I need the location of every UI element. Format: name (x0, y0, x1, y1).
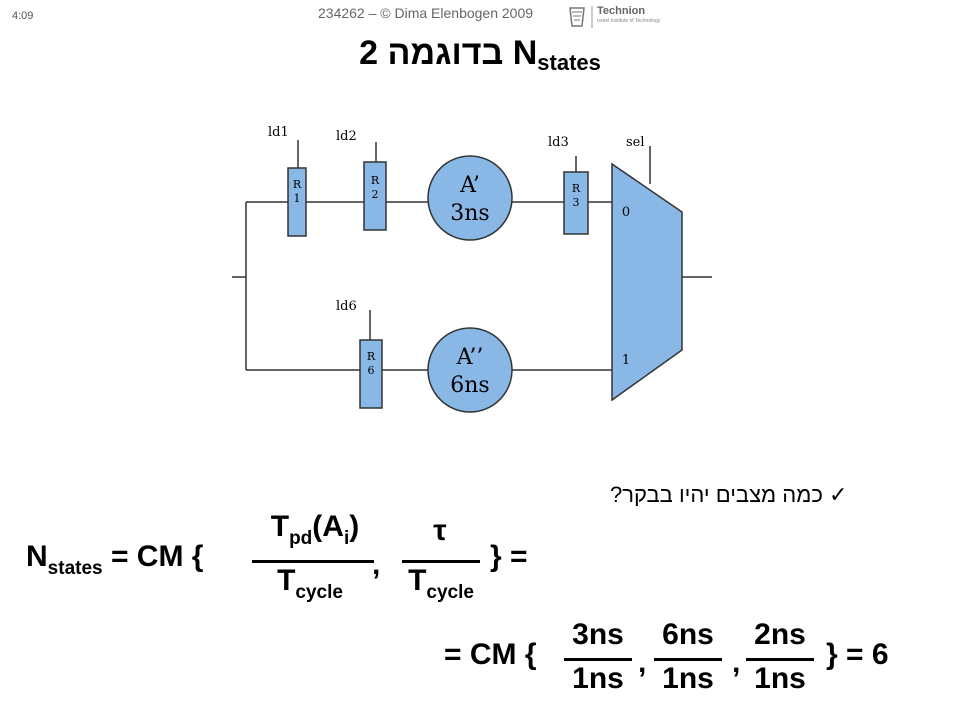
check-icon: ✓ (829, 482, 848, 507)
eq2-frac3-numerator: 2ns (754, 618, 806, 651)
eq1-frac2-denominator: Tcycle (408, 564, 474, 603)
label-ld2: ld2 (336, 129, 357, 144)
eq2-comma2: , (732, 646, 741, 679)
eq1-frac1-bar (252, 560, 374, 563)
register-r2: R 2 (363, 161, 387, 231)
eq2-frac2-denominator: 1ns (662, 662, 714, 695)
title-sub: states (537, 50, 601, 75)
a-double-prime-time: 6ns (450, 373, 489, 398)
equation2-prefix: = CM { (444, 638, 537, 671)
r3-label-top: R (572, 182, 581, 195)
label-ld1: ld1 (268, 125, 289, 140)
logo-subtext: Israel Institute of Technology (597, 18, 661, 24)
title-n: N (512, 34, 538, 72)
r1-label-top: R (293, 178, 302, 191)
eq2-result: } = 6 (826, 638, 889, 671)
block-a-prime: A’ 3ns (427, 155, 513, 241)
register-r6: R 6 (359, 339, 383, 409)
r3-label-bottom: 3 (573, 196, 580, 209)
label-sel: sel (626, 135, 645, 150)
eq2-frac1-denominator: 1ns (572, 662, 624, 695)
equation1-lhs: Nstates = CM { (26, 540, 204, 579)
eq2-comma1: , (638, 646, 647, 679)
r6-label-top: R (367, 350, 376, 363)
eq2-frac1-numerator: 3ns (572, 618, 624, 651)
a-prime-name: A’ (459, 173, 480, 198)
eq2-frac2-bar (654, 658, 722, 661)
eq2-frac3-denominator: 1ns (754, 662, 806, 695)
mux-input-1: 1 (622, 353, 630, 368)
r2-label-bottom: 2 (372, 188, 379, 201)
slide-number: 4:09 (12, 10, 34, 22)
block-a-double-prime: A’’ 6ns (427, 327, 513, 413)
eq2-frac1-bar (564, 658, 632, 661)
eq1-frac2-bar (402, 560, 480, 563)
register-r1: R 1 (287, 167, 307, 237)
logo-text: Technion (597, 5, 646, 17)
question-text: כמה מצבים יהיו בבקר? (610, 482, 823, 507)
bullet-question: ✓ כמה מצבים יהיו בבקר? (610, 482, 847, 508)
label-ld3: ld3 (548, 135, 569, 150)
technion-emblem-icon (569, 7, 585, 27)
eq1-comma: , (372, 548, 381, 581)
eq1-frac2-numerator: τ (433, 514, 447, 547)
r1-label-bottom: 1 (294, 192, 301, 205)
r2-label-top: R (371, 174, 380, 187)
circuit-diagram: R 1 R 2 R 3 R 6 A’ 3ns A’’ 6ns 0 1 ld1 l… (232, 112, 728, 422)
eq1-close: } = (490, 540, 528, 573)
course-credit: 234262 – © Dima Elenbogen 2009 (318, 5, 534, 21)
mux-input-0: 0 (622, 205, 630, 220)
eq1-frac1-denominator: Tcycle (277, 564, 343, 603)
technion-logo (569, 6, 593, 28)
a-double-prime-name: A’’ (456, 345, 484, 370)
label-ld6: ld6 (336, 299, 357, 314)
page-title: בדוגמה 2 Nstates (0, 34, 960, 76)
register-r3: R 3 (563, 171, 589, 235)
a-prime-time: 3ns (450, 201, 489, 226)
eq2-frac3-bar (746, 658, 814, 661)
eq1-frac1-numerator: Tpd(Ai) (270, 510, 360, 549)
multiplexer: 0 1 (611, 162, 683, 402)
r6-label-bottom: 6 (368, 364, 375, 377)
eq2-frac2-numerator: 6ns (662, 618, 714, 651)
title-hebrew: בדוגמה 2 (359, 34, 504, 72)
